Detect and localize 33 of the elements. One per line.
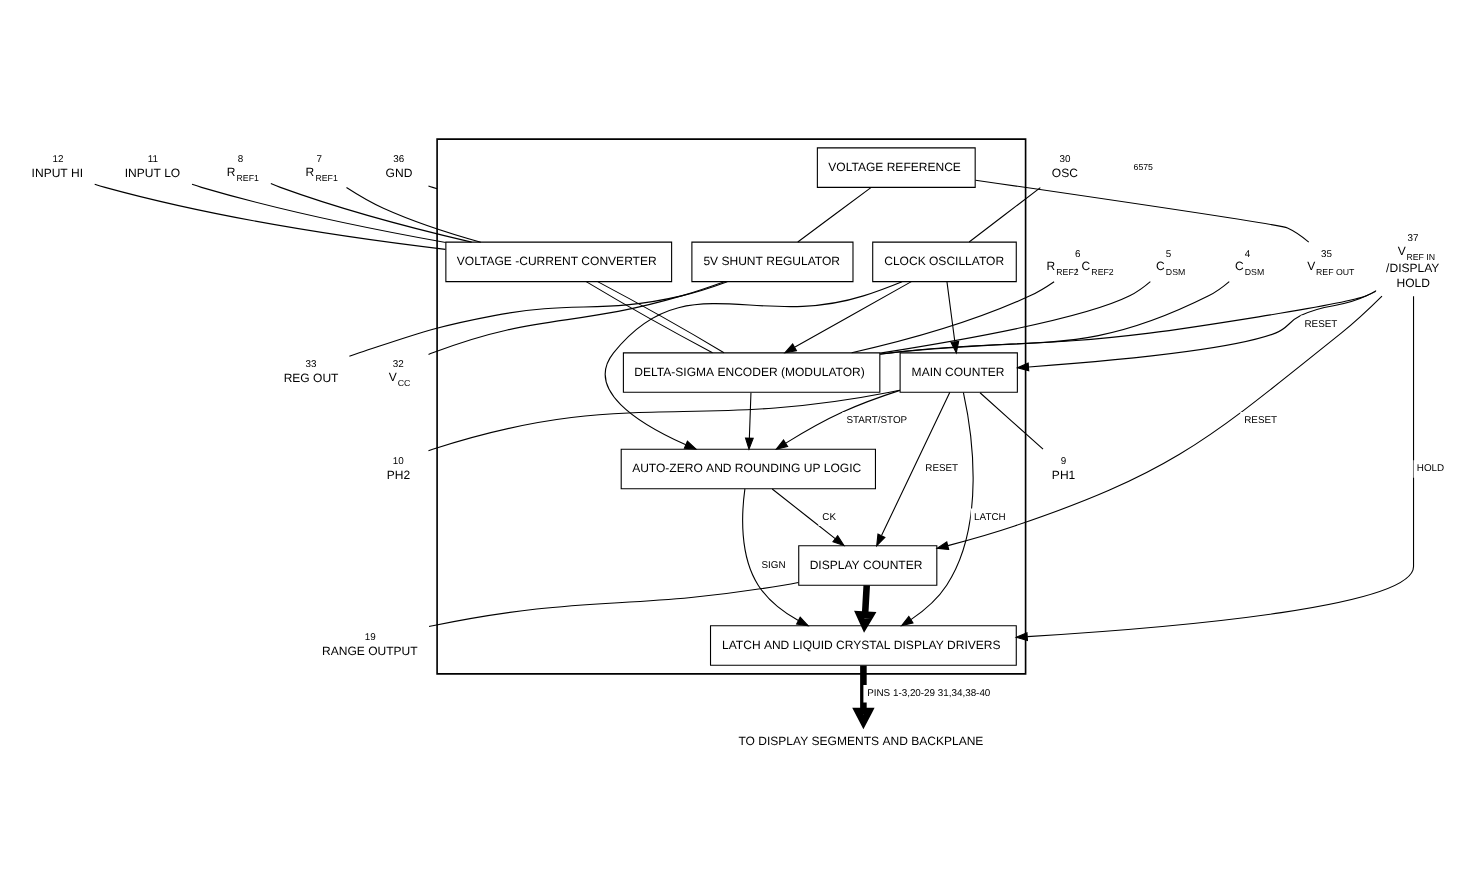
connector: [427, 389, 901, 452]
connector: [879, 281, 1151, 354]
arrow: [771, 488, 846, 547]
connector: [345, 186, 482, 243]
arrow: [854, 585, 877, 633]
arrow: [900, 391, 974, 627]
connector: [879, 290, 1377, 355]
arrow: [604, 281, 903, 450]
connector: [270, 183, 473, 243]
connector: [428, 281, 725, 356]
arrow: [1015, 290, 1377, 372]
arrow: [1014, 295, 1415, 642]
arrow: [946, 281, 960, 355]
arrow: [742, 488, 810, 627]
arrow: [852, 665, 875, 730]
connector: [428, 581, 799, 628]
arrow: [774, 389, 901, 450]
connector: [585, 281, 714, 354]
connector: [348, 281, 728, 357]
connector: [191, 183, 447, 244]
arrow: [783, 281, 912, 354]
arrow: [935, 295, 1383, 550]
connector: [597, 281, 725, 354]
connector: [968, 187, 1041, 243]
connector: [797, 187, 872, 243]
connector: [974, 179, 1310, 243]
arrow: [876, 391, 951, 548]
connector: [94, 183, 446, 250]
connector: [979, 392, 1044, 450]
arrow: [744, 392, 754, 451]
connector: [851, 281, 1055, 354]
connector: [427, 185, 438, 190]
connector: [879, 281, 1230, 355]
